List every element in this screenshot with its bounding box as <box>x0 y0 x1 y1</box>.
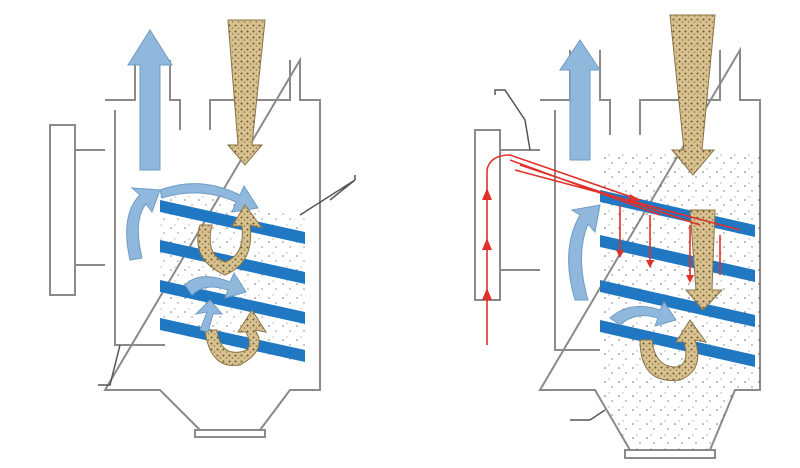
material-down-arrow <box>669 14 716 176</box>
air-curl-arrow <box>159 183 259 213</box>
air-up-arrow <box>559 39 601 161</box>
housing-outline <box>49 56 356 438</box>
material-curl-arrow <box>639 319 708 381</box>
air-curl-arrow <box>194 299 224 333</box>
hot-gas-arrows <box>482 154 741 345</box>
material-curl-arrow <box>197 204 264 276</box>
material-curl-arrow <box>204 309 268 367</box>
right-dryer-panel <box>474 14 761 459</box>
air-curl-arrow <box>568 204 601 301</box>
air-up-arrow <box>127 29 173 171</box>
air-curl-arrow <box>184 271 247 299</box>
material-down-arrow <box>226 19 266 166</box>
air-curl-arrow <box>609 301 677 327</box>
left-dryer-panel <box>49 19 356 438</box>
air-curl-arrow <box>126 187 161 261</box>
